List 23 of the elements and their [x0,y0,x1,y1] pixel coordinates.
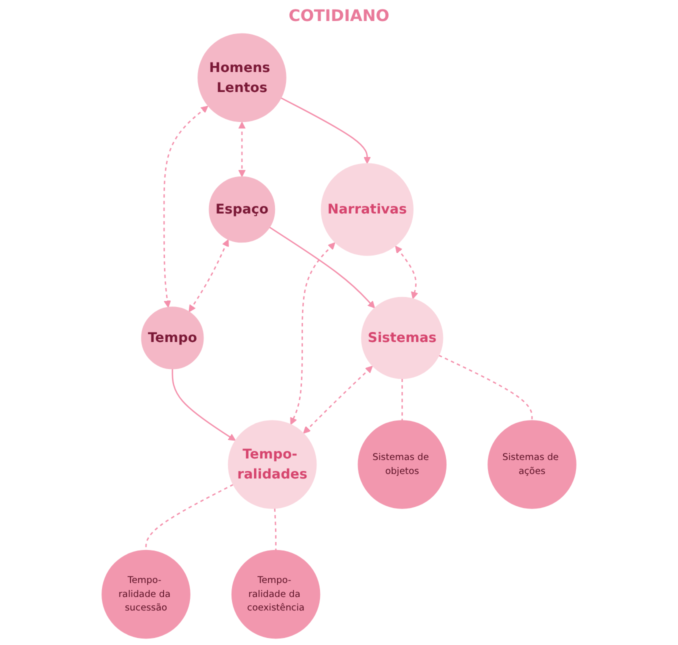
arrow [280,97,371,164]
arrow [395,246,418,300]
node-circle: Narrativas [320,163,414,256]
node-circle: Homens Lentos [198,33,286,122]
connector [438,354,533,420]
node-circle: Sistemas de objetos [358,420,447,509]
connector [274,508,277,550]
arrow [290,242,336,425]
arrow [303,366,373,434]
node-circle: Sistemas [361,296,444,380]
node-circle: Tempo- ralidade da coexistência [231,550,320,639]
node-circle: Sistemas de ações [488,420,576,509]
arrow [188,239,229,312]
connector [401,378,403,420]
node-circle: Espaço [208,176,276,243]
arrow [269,226,375,308]
node-circle: Tempo- ralidade da sucessão [102,550,190,639]
node-circle: Tempo [141,306,204,370]
arrow [172,368,236,441]
arrow [238,122,246,178]
node-circle: Tempo- ralidades [228,420,317,509]
arrow [163,106,208,308]
center-label: COTIDIANO [288,6,390,25]
